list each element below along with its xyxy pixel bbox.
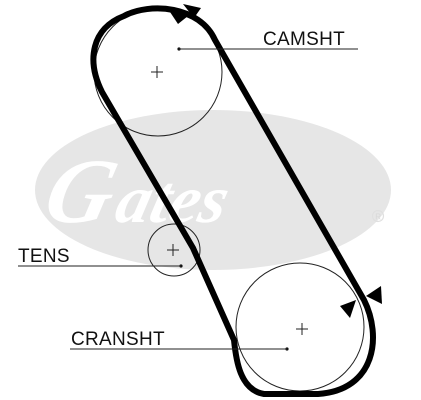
plus-icon: [167, 244, 179, 256]
svg-text:ates: ates: [109, 161, 237, 237]
camshaft-label: CAMSHT: [263, 29, 345, 50]
svg-text:R: R: [375, 213, 381, 222]
crankshaft-label: CRANSHT: [71, 329, 165, 350]
plus-icon: [296, 323, 308, 335]
tensioner-pulley: [147, 223, 201, 277]
timing-belt: [90, 5, 376, 397]
crankshaft-pulley: [235, 262, 365, 392]
gates-watermark-logo: G ates R: [35, 110, 391, 270]
camshaft-rotation-arrow-icon: [170, 4, 201, 24]
plus-icon: [151, 66, 163, 78]
crankshaft-rotation-arrow-icon: [340, 286, 382, 318]
tensioner-label: TENS: [18, 246, 70, 267]
